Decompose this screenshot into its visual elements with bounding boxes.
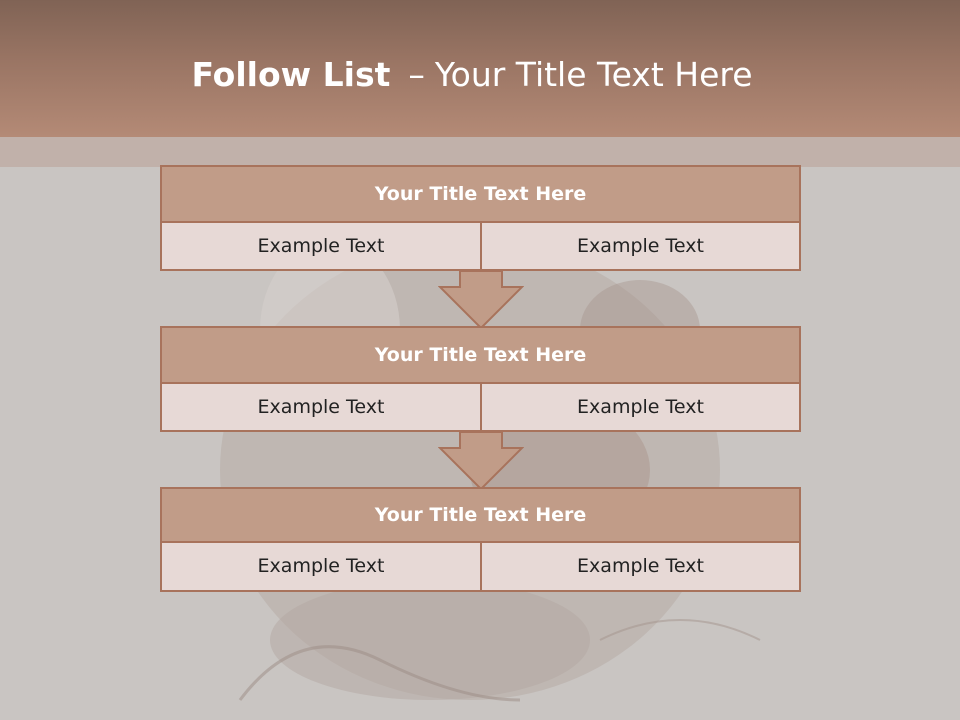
header-strip — [0, 137, 960, 167]
list-block-3: Your Title Text Here Example Text Exampl… — [160, 487, 801, 592]
block-right-cell: Example Text — [480, 541, 801, 592]
block-title: Your Title Text Here — [160, 165, 801, 223]
block-left-cell: Example Text — [160, 541, 482, 592]
slide-title-bold: Follow List — [191, 55, 391, 94]
slide-title: Follow List–Your Title Text Here — [0, 52, 944, 98]
list-block-1: Your Title Text Here Example Text Exampl… — [160, 165, 801, 271]
block-right-cell: Example Text — [480, 382, 801, 432]
header-band — [0, 0, 960, 137]
slide-title-rest: Your Title Text Here — [434, 55, 753, 94]
down-arrow-icon — [438, 432, 524, 490]
block-right-cell: Example Text — [480, 221, 801, 271]
block-title: Your Title Text Here — [160, 487, 801, 543]
down-arrow-icon — [438, 271, 524, 329]
list-block-2: Your Title Text Here Example Text Exampl… — [160, 326, 801, 432]
block-left-cell: Example Text — [160, 382, 482, 432]
slide-title-separator: – — [408, 55, 425, 94]
block-title: Your Title Text Here — [160, 326, 801, 384]
block-left-cell: Example Text — [160, 221, 482, 271]
